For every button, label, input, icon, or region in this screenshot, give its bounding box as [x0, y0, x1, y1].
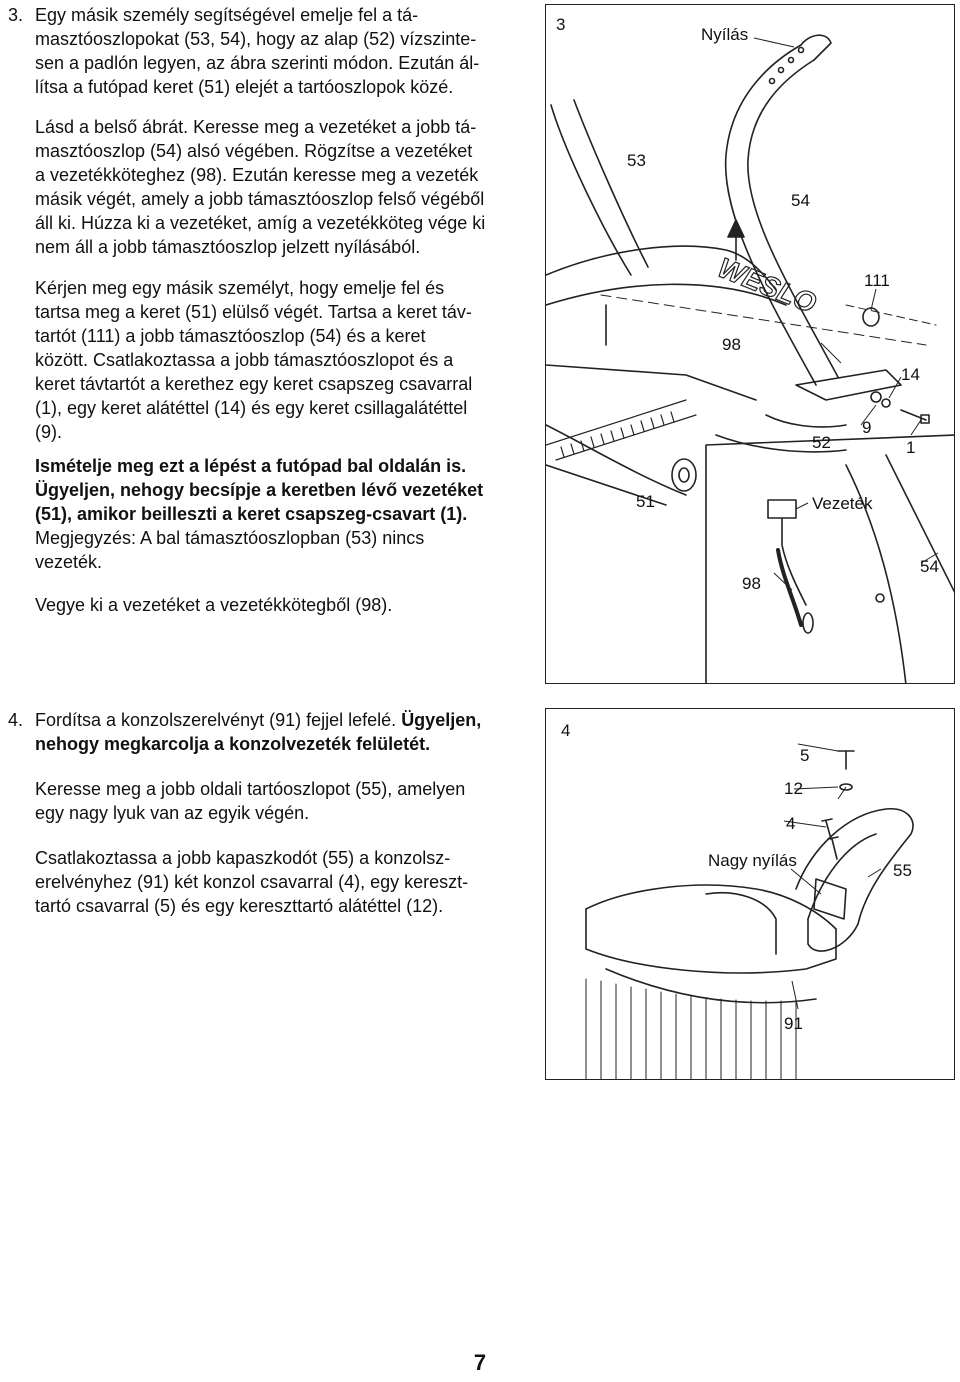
label-nyilas: Nyílás: [701, 25, 749, 44]
label-4: 4: [786, 814, 796, 833]
step-4-number: 4.: [8, 710, 24, 730]
paragraph-line: tartót (111) a jobb támasztóoszlop (54) …: [35, 326, 426, 346]
step-4-paragraph-1: Fordítsa a konzolszerelvényt (91) fejjel…: [35, 708, 535, 756]
intro-line: lítsa a futópad keret (51) elejét a tart…: [35, 77, 454, 97]
paragraph-line: Keresse meg a jobb oldali tartóoszlopot …: [35, 779, 466, 799]
label-5: 5: [800, 746, 810, 765]
label-9: 9: [862, 418, 872, 437]
label-98-inset: 98: [742, 574, 761, 593]
step-3-paragraph-3: Kérjen meg egy másik személyt, hogy emel…: [35, 276, 535, 444]
intro-line: sen a padlón legyen, az ábra szerinti mó…: [35, 53, 480, 73]
label-51: 51: [636, 492, 655, 511]
figure-4-drawing: [585, 743, 914, 1079]
label-53: 53: [627, 151, 646, 170]
step-4-warning-start: Ügyeljen,: [401, 710, 482, 730]
paragraph-line: tartó csavarral (5) és egy kereszttartó …: [35, 896, 444, 916]
step-4-warning-end: nehogy megkarcolja a konzolvezeték felül…: [35, 734, 431, 754]
label-nagy-nyilas: Nagy nyílás: [708, 851, 797, 870]
label-54-inset: 54: [920, 557, 939, 576]
paragraph-line: egy nagy lyuk van az egyik végén.: [35, 803, 310, 823]
label-91: 91: [784, 1014, 803, 1033]
paragraph-line: Lásd a belső ábrát. Keresse meg a vezeté…: [35, 117, 477, 137]
paragraph-line: erelvényhez (91) két konzol csavarral (4…: [35, 872, 469, 892]
step-4-instruction: Fordítsa a konzolszerelvényt (91) fejjel…: [35, 710, 397, 730]
step-4-paragraph-3: Csatlakoztassa a jobb kapaszkodót (55) a…: [35, 846, 535, 918]
paragraph-line: Csatlakoztassa a jobb kapaszkodót (55) a…: [35, 848, 451, 868]
warning-line: Ismételje meg ezt a lépést a futópad bal…: [35, 456, 467, 476]
intro-line: Egy másik személy segítségével emelje fe…: [35, 5, 419, 25]
step-3-paragraph-5: Vegye ki a vezetéket a vezetékkötegből (…: [35, 595, 393, 615]
paragraph-line: tartsa meg a keret (51) elülső végét. Ta…: [35, 302, 472, 322]
paragraph-line: masztóoszlop (54) alsó végében. Rögzítse…: [35, 141, 473, 161]
warning-line: (51), amikor beilleszti a keret csapszeg…: [35, 504, 468, 524]
figure-4-number: 4: [561, 721, 571, 740]
warning-line: Ügyeljen, nehogy becsípje a keretben lév…: [35, 480, 484, 500]
label-14: 14: [901, 365, 920, 384]
step-3-paragraph-2: Lásd a belső ábrát. Keresse meg a vezeté…: [35, 115, 535, 259]
paragraph-line: (1), egy keret alátéttel (14) és egy ker…: [35, 398, 468, 418]
figure-3-drawing: WESLO: [546, 34, 954, 683]
label-52: 52: [812, 433, 831, 452]
step-4-paragraph-2: Keresse meg a jobb oldali tartóoszlopot …: [35, 777, 535, 825]
note-line: Megjegyzés: A bal támasztóoszlopban (53)…: [35, 528, 425, 548]
weslo-logo: WESLO: [714, 252, 821, 319]
step-3-paragraph-4: Ismételje meg ezt a lépést a futópad bal…: [35, 454, 535, 574]
page-number: 7: [473, 1350, 487, 1375]
figure-3: WESLO 3 Nyílás 53 54 111 98 14 9 52 1 51…: [545, 4, 955, 684]
intro-line: masztóoszlopokat (53, 54), hogy az alap …: [35, 29, 477, 49]
note-line: vezeték.: [35, 552, 103, 572]
figure-4: 4 5 12 4 Nagy nyílás 55 91: [545, 708, 955, 1080]
step-3-number: 3.: [8, 5, 24, 25]
paragraph-line: áll ki. Húzza ki a vezetéket, amíg a vez…: [35, 213, 486, 233]
label-12: 12: [784, 779, 803, 798]
label-111: 111: [864, 271, 890, 290]
label-55: 55: [893, 861, 912, 880]
paragraph-line: keret távtartót a kerethez egy keret csa…: [35, 374, 473, 394]
label-vezetek: Vezeték: [812, 494, 873, 513]
figure-3-number: 3: [556, 15, 566, 34]
paragraph-line: Kérjen meg egy másik személyt, hogy emel…: [35, 278, 445, 298]
paragraph-line: (9).: [35, 422, 62, 442]
paragraph-line: nem áll a jobb támasztóoszlop jelzett ny…: [35, 237, 421, 257]
paragraph-line: a vezetékköteghez (98). Ezután keresse m…: [35, 165, 479, 185]
label-98-top: 98: [722, 335, 741, 354]
paragraph-line: között. Csatlakoztassa a jobb támasztóos…: [35, 350, 454, 370]
label-1: 1: [906, 438, 916, 457]
step-3-intro: Egy másik személy segítségével emelje fe…: [35, 3, 535, 99]
paragraph-line: másik végét, amely a jobb támasztóoszlop…: [35, 189, 485, 209]
label-54-top: 54: [791, 191, 810, 210]
